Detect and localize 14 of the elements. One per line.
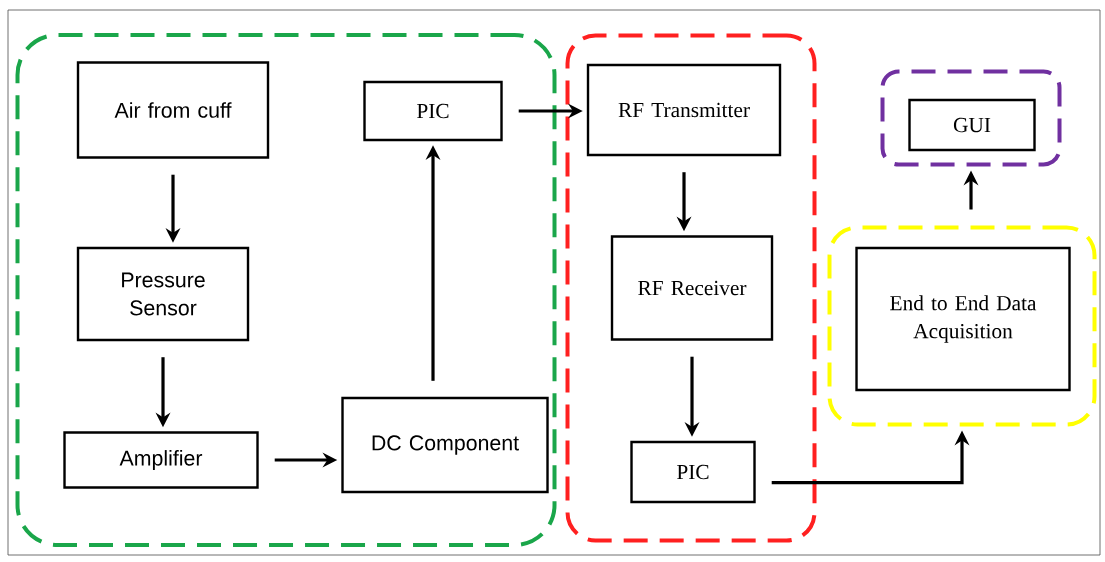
process-box: GUI [908, 98, 1036, 152]
process-box: Air from cuff [76, 61, 270, 159]
process-box: Amplifier [63, 431, 259, 489]
process-box: PIC [630, 440, 756, 504]
process-box: Pressure Sensor [76, 246, 250, 342]
group-outline [827, 225, 1097, 427]
process-box: End to End Data Acquisition [855, 246, 1071, 392]
group-outline [15, 33, 557, 547]
process-box: RF Transmitter [586, 63, 782, 157]
process-box: RF Receiver [610, 235, 774, 341]
process-box: PIC [363, 80, 503, 142]
group-outline [565, 33, 817, 543]
process-box: DC Component [341, 396, 549, 494]
group-outline [880, 69, 1062, 167]
